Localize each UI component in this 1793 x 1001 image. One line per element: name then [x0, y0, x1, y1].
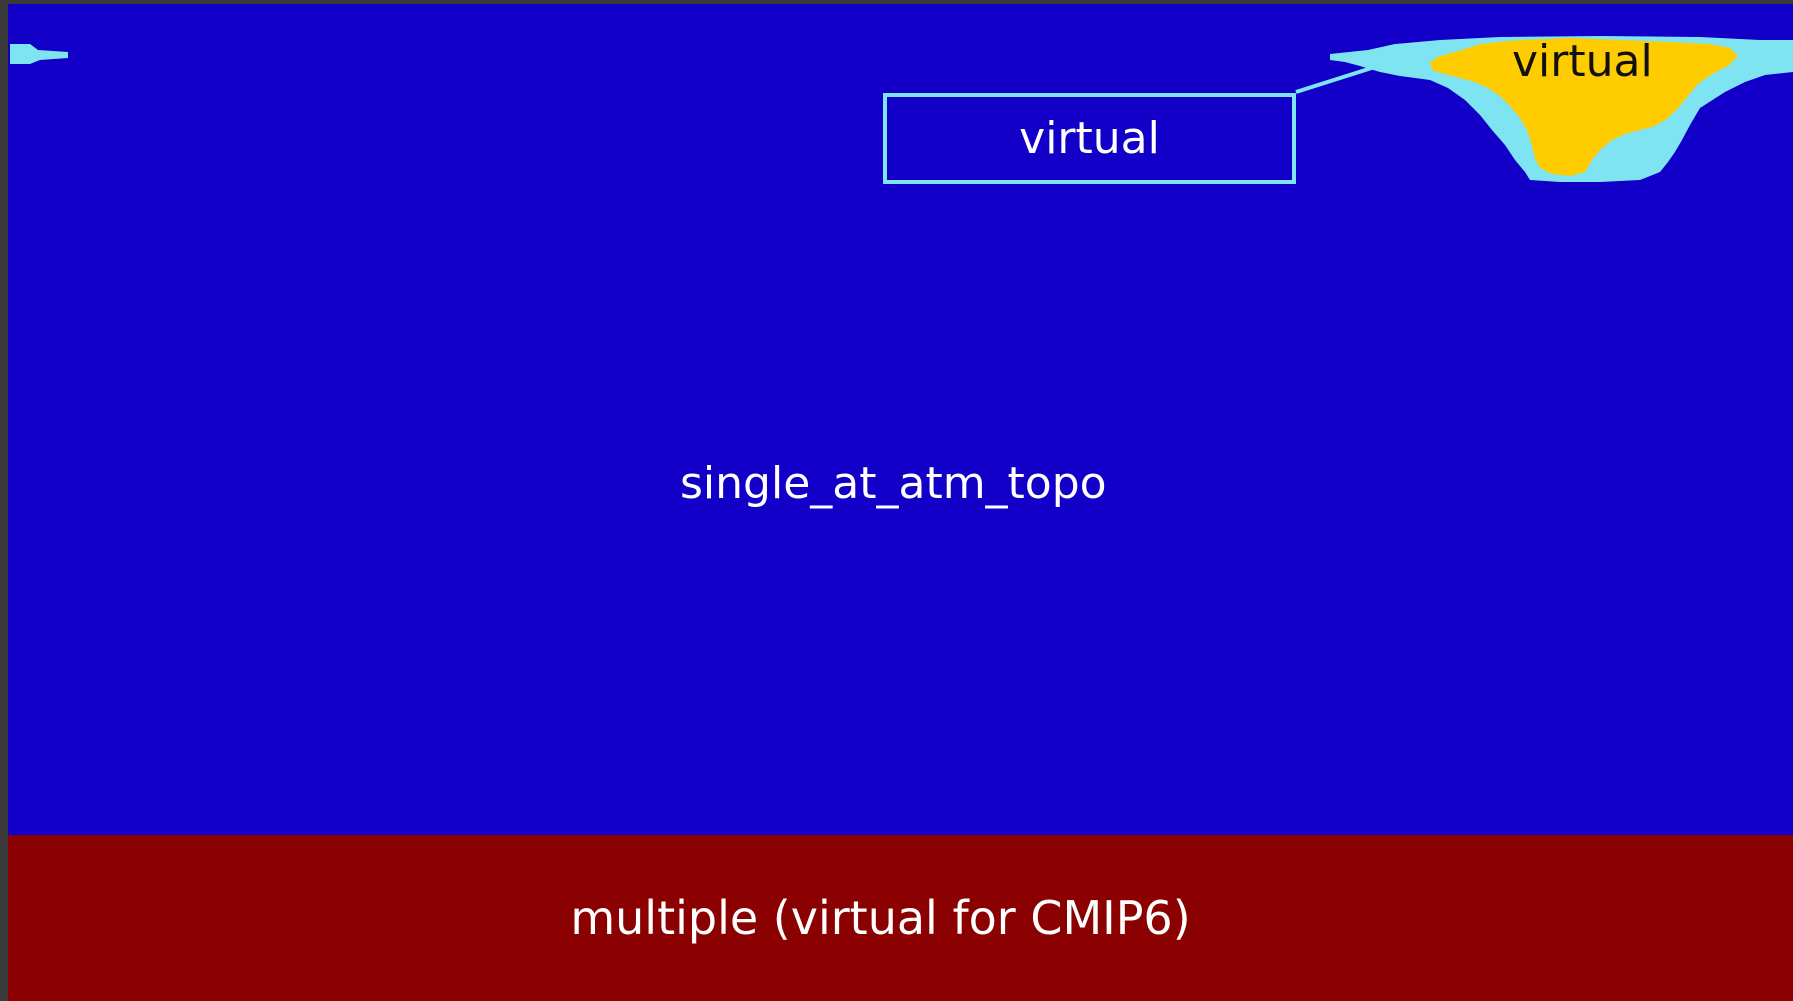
- left-shallow-patch: [10, 44, 68, 64]
- callout-box: virtual: [883, 93, 1296, 184]
- bottom-band-label: multiple (virtual for CMIP6): [570, 891, 1191, 945]
- callout-label: virtual: [1019, 112, 1160, 164]
- main-region-label: single_at_atm_topo: [680, 458, 1107, 509]
- bottom-band: multiple (virtual for CMIP6): [8, 835, 1793, 1001]
- island-land: [1430, 38, 1738, 176]
- island-label: virtual: [1512, 36, 1653, 87]
- callout-leader-line: [1295, 64, 1379, 94]
